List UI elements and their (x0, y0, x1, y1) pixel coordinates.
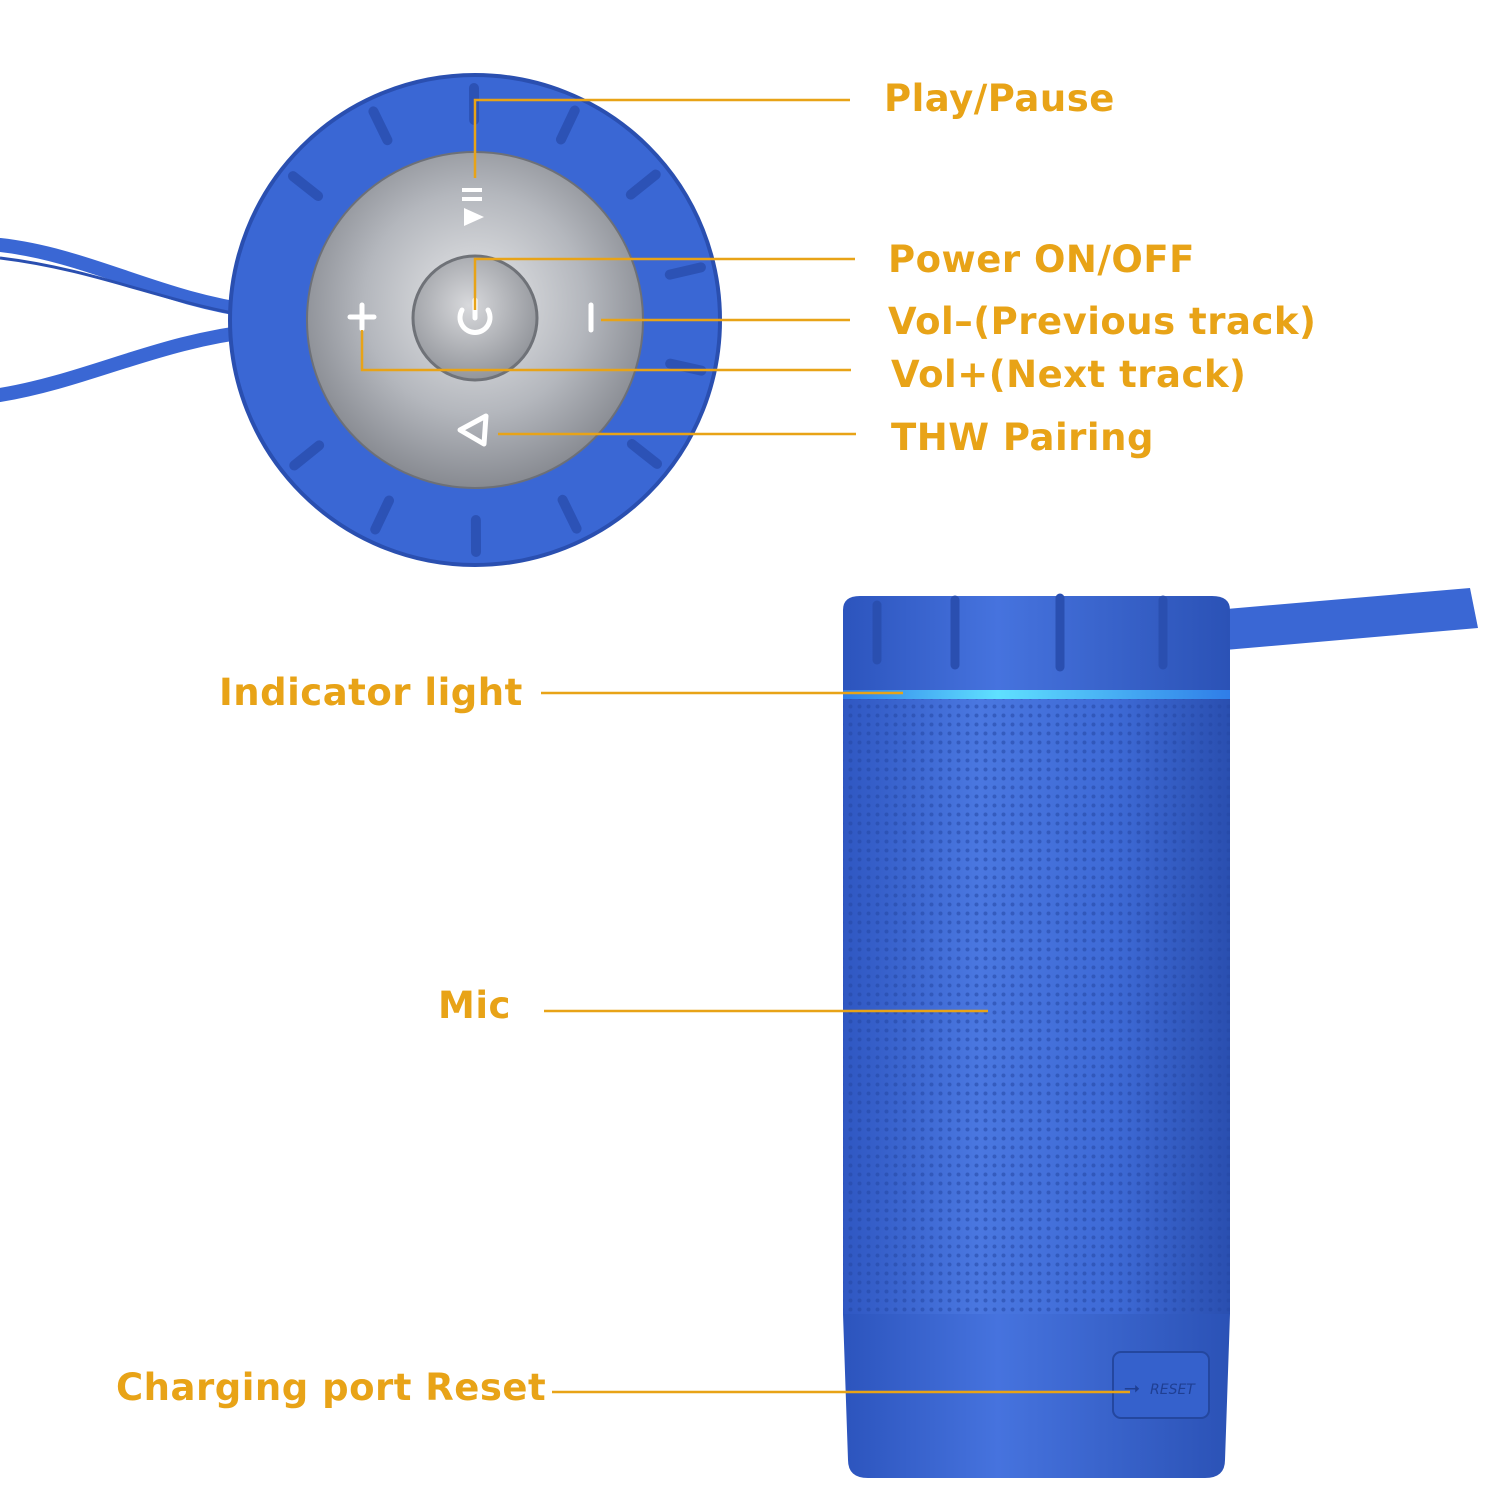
label-indicator-light: Indicator light (219, 674, 523, 711)
label-vol-minus: Vol–(Previous track) (888, 303, 1316, 340)
indicator-light (843, 690, 1230, 699)
strap (0, 245, 262, 395)
label-power: Power ON/OFF (888, 241, 1195, 278)
speaker-handle (1215, 588, 1478, 650)
ring-notch (670, 267, 701, 274)
speaker-grille (843, 699, 1230, 1314)
label-vol-plus: Vol+(Next track) (891, 356, 1246, 393)
label-play-pause: Play/Pause (884, 80, 1115, 117)
label-mic: Mic (438, 987, 511, 1024)
label-pairing: THW Pairing (891, 419, 1154, 456)
label-charging-port: Charging port Reset (116, 1369, 546, 1406)
usb-icon: ⭢ (1124, 1375, 1140, 1399)
port-label: RESET (1150, 1382, 1196, 1398)
speaker-cap (843, 596, 1230, 700)
